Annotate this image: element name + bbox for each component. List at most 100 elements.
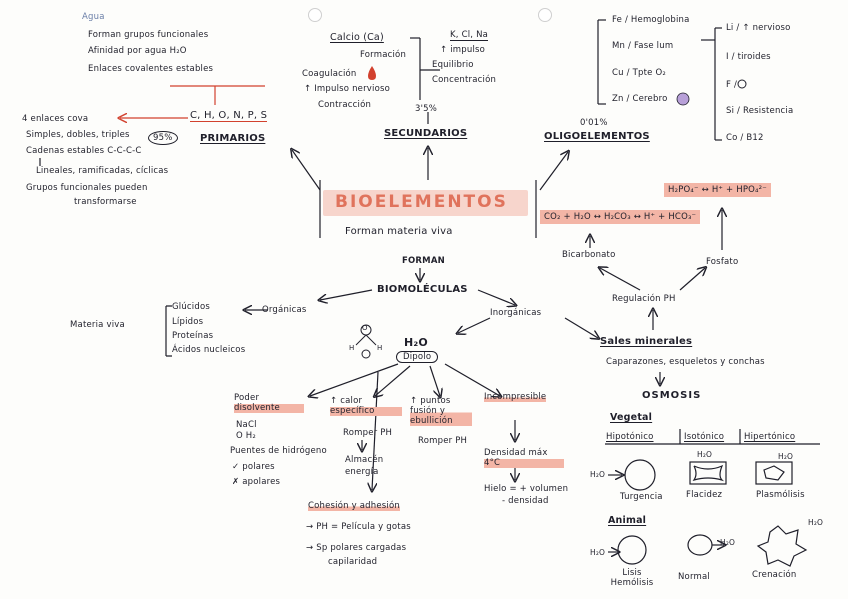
prop-disolvente-title: Poder disolvente bbox=[234, 393, 304, 413]
water-h: H bbox=[377, 344, 383, 352]
oligo-left-item: Mn / Fase lum bbox=[612, 41, 674, 51]
secundarios-title: SECUNDARIOS bbox=[384, 128, 468, 139]
cohesion-item: → PH = Película y gotas bbox=[306, 522, 411, 532]
oligo-left-item: Zn / Cerebro bbox=[612, 94, 668, 104]
cohesion-item: capilaridad bbox=[328, 557, 378, 567]
cohesion-title: Cohesión y adhesión bbox=[308, 501, 400, 511]
prop-fusion-title: ↑ puntos fusión y ebullición bbox=[410, 396, 472, 426]
oligo-title: OLIGOELEMENTOS bbox=[544, 131, 650, 142]
osmosis-h2o: H₂O bbox=[720, 538, 736, 547]
calcio-item: Contracción bbox=[318, 100, 372, 110]
prop-disolvente-item: NaCl bbox=[236, 420, 257, 430]
bioelementos-subtitle: Forman materia viva bbox=[345, 226, 453, 237]
bioelementos-title: BIOELEMENTOS bbox=[335, 192, 508, 212]
oligo-percent: 0'01% bbox=[580, 118, 608, 128]
kclna-item: Concentración bbox=[432, 75, 497, 85]
fosfato-label: Fosfato bbox=[706, 257, 739, 267]
calcio-item: Formación bbox=[360, 50, 407, 60]
turgid-cell-icon bbox=[624, 459, 656, 491]
h2o-label: H₂O bbox=[404, 336, 428, 349]
prop-calor-item: Almacén bbox=[345, 455, 384, 465]
bicarbonato-label: Bicarbonato bbox=[562, 250, 616, 260]
blood-drop-icon bbox=[368, 66, 376, 80]
prop-disolvente-item: O H₂ bbox=[236, 431, 256, 441]
sales-title: Sales minerales bbox=[600, 336, 693, 347]
primarios-left-item: Lineales, ramificadas, cíclicas bbox=[36, 166, 169, 176]
primarios-title: PRIMARIOS bbox=[200, 133, 266, 144]
punch-hole-1 bbox=[308, 8, 322, 22]
punch-hole-2 bbox=[538, 8, 552, 22]
oligo-right-item: Li / ↑ nervioso bbox=[726, 23, 791, 33]
densidad-label: Densidad máx 4°C bbox=[484, 448, 564, 468]
sales-desc: Caparazones, esqueletos y conchas bbox=[606, 357, 765, 367]
vegetal-result: Turgencia bbox=[620, 492, 663, 502]
organicas-item: Lípidos bbox=[172, 317, 204, 327]
primarios-left-item: transformarse bbox=[74, 197, 137, 207]
water-o: O bbox=[362, 324, 368, 332]
oligo-left-item: Cu / Tpte O₂ bbox=[612, 68, 666, 78]
animal-label: Animal bbox=[608, 515, 647, 526]
kclna-label: K, Cl, Na bbox=[450, 30, 489, 41]
biomoleculas-label: BIOMOLÉCULAS bbox=[377, 284, 468, 295]
prop-fusion-item: Romper PH bbox=[418, 436, 468, 446]
inorganicas-label: Inorgánicas bbox=[490, 308, 542, 318]
lysed-cell-icon bbox=[617, 535, 647, 565]
calcio-item: ↑ Impulso nervioso bbox=[304, 84, 391, 94]
primarios-left-item: Cadenas estables C-C-C-C bbox=[26, 146, 142, 156]
organicas-item: Ácidos nucleicos bbox=[172, 345, 246, 355]
calcio-label: Calcio (Ca) bbox=[330, 32, 384, 43]
organicas-item: Glúcidos bbox=[172, 302, 210, 312]
organicas-item: Proteínas bbox=[172, 331, 214, 341]
cohesion-item: → Sp polares cargadas bbox=[306, 543, 407, 553]
normal-cell-icon bbox=[687, 534, 713, 556]
primarios-top-item: Afinidad por agua H₂O bbox=[88, 46, 187, 56]
primarios-top-item: Forman grupos funcionales bbox=[88, 30, 209, 40]
osmosis-h2o: H₂O bbox=[697, 450, 713, 459]
prop-disolvente-item: ✗ apolares bbox=[232, 477, 281, 487]
primarios-top-item: Enlaces covalentes estables bbox=[88, 64, 214, 74]
water-molecule-icon bbox=[355, 324, 377, 359]
flaccid-cell-icon bbox=[689, 461, 727, 485]
tooth-icon bbox=[737, 79, 747, 89]
crenated-cell-icon bbox=[756, 525, 808, 567]
kclna-item: ↑ impulso bbox=[440, 45, 486, 55]
materia-viva-label: Materia viva bbox=[70, 320, 125, 330]
vegetal-label: Vegetal bbox=[610, 412, 653, 423]
plasmolysed-cell-icon bbox=[755, 461, 793, 485]
osmosis-h2o: H₂O bbox=[778, 452, 794, 461]
prop-disolvente-item: Puentes de hidrógeno bbox=[230, 446, 327, 456]
dipolo-label: Dipolo bbox=[396, 351, 439, 363]
osmosis-h2o: H₂O bbox=[808, 518, 824, 527]
eq-bicarbonato: CO₂ + H₂O ↔ H₂CO₃ ↔ H⁺ + HCO₃⁻ bbox=[540, 210, 701, 224]
tonicity-hipertonico: Hipertónico bbox=[744, 432, 796, 442]
oligo-right-item: F / bbox=[726, 80, 738, 90]
vegetal-result: Plasmólisis bbox=[756, 490, 805, 500]
bioelementos-highlight bbox=[323, 190, 528, 216]
primarios-elements: C, H, O, N, P, S bbox=[190, 110, 268, 122]
organicas-label: Orgánicas bbox=[262, 305, 307, 315]
primarios-left-item: Simples, dobles, triples bbox=[26, 130, 130, 140]
tonicity-hipotonico: Hipotónico bbox=[606, 432, 654, 442]
prop-calor-title: ↑ calor específico bbox=[330, 396, 402, 416]
eq-fosfato: H₂PO₄⁻ ↔ H⁺ + HPO₄²⁻ bbox=[664, 183, 771, 197]
animal-result: Crenación bbox=[752, 570, 797, 580]
hielo-item: - densidad bbox=[502, 496, 549, 506]
osmosis-h2o: H₂O bbox=[590, 548, 606, 557]
primarios-left-item: 4 enlaces cova bbox=[22, 114, 89, 124]
animal-result: Lisis Hemólisis bbox=[610, 568, 654, 588]
water-h: H bbox=[349, 344, 355, 352]
primarios-percent: 95% bbox=[148, 131, 178, 145]
kclna-item: Equilibrio bbox=[432, 60, 474, 70]
oligo-right-item: Co / B12 bbox=[726, 133, 764, 143]
animal-result: Normal bbox=[678, 572, 710, 582]
hielo-item: Hielo = + volumen bbox=[484, 484, 569, 494]
osmosis-h2o: H₂O bbox=[590, 470, 606, 479]
tonicity-isotonico: Isotónico bbox=[684, 432, 725, 442]
primarios-top-header: Agua bbox=[82, 12, 105, 22]
regulacion-label: Regulación PH bbox=[612, 294, 676, 304]
prop-calor-item: Romper PH bbox=[343, 428, 393, 438]
prop-incompresible-title: Incompresible bbox=[484, 392, 547, 402]
primarios-left-item: Grupos funcionales pueden bbox=[26, 183, 148, 193]
oligo-right-item: Si / Resistencia bbox=[726, 106, 794, 116]
